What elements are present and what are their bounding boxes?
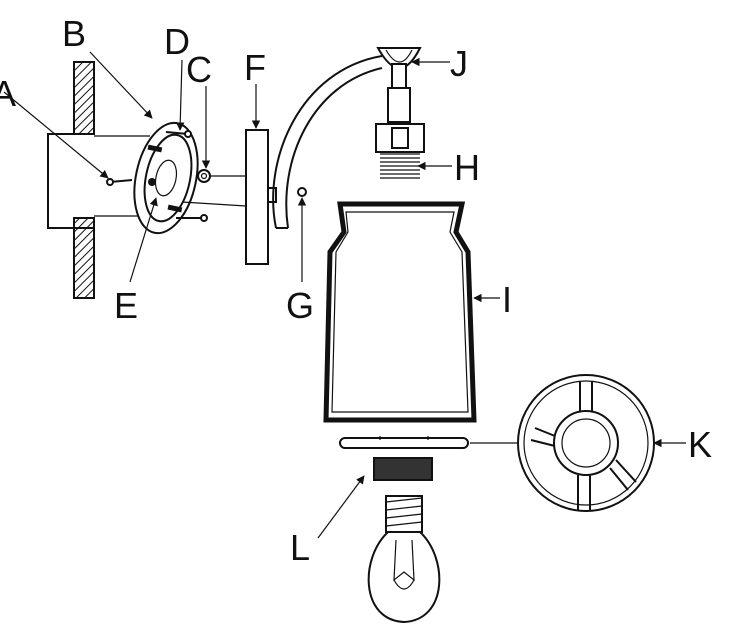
wall (73, 61, 95, 299)
label-c: C (186, 49, 212, 90)
label-d: D (164, 21, 190, 62)
set-screw (297, 187, 307, 197)
socket (375, 63, 425, 179)
leader-lines (3, 51, 686, 539)
backplate (245, 129, 277, 265)
label-h: H (454, 147, 480, 188)
label-b: B (62, 13, 86, 54)
cap-nut (197, 169, 211, 183)
mounting-plate (133, 121, 199, 235)
gooseneck-arm (272, 55, 383, 229)
socket-ring (373, 457, 433, 481)
mounting-screw (106, 130, 208, 222)
label-l: L (290, 527, 310, 568)
shade-ring (517, 374, 655, 512)
label-a: A (0, 73, 16, 114)
ring-plate (339, 436, 469, 449)
label-i: I (502, 279, 512, 320)
label-e: E (114, 285, 138, 326)
label-j: J (450, 43, 468, 84)
label-k: K (688, 424, 712, 465)
light-bulb (367, 495, 441, 624)
label-g: G (286, 285, 314, 326)
glass-shade (323, 201, 477, 423)
label-f: F (244, 47, 266, 88)
